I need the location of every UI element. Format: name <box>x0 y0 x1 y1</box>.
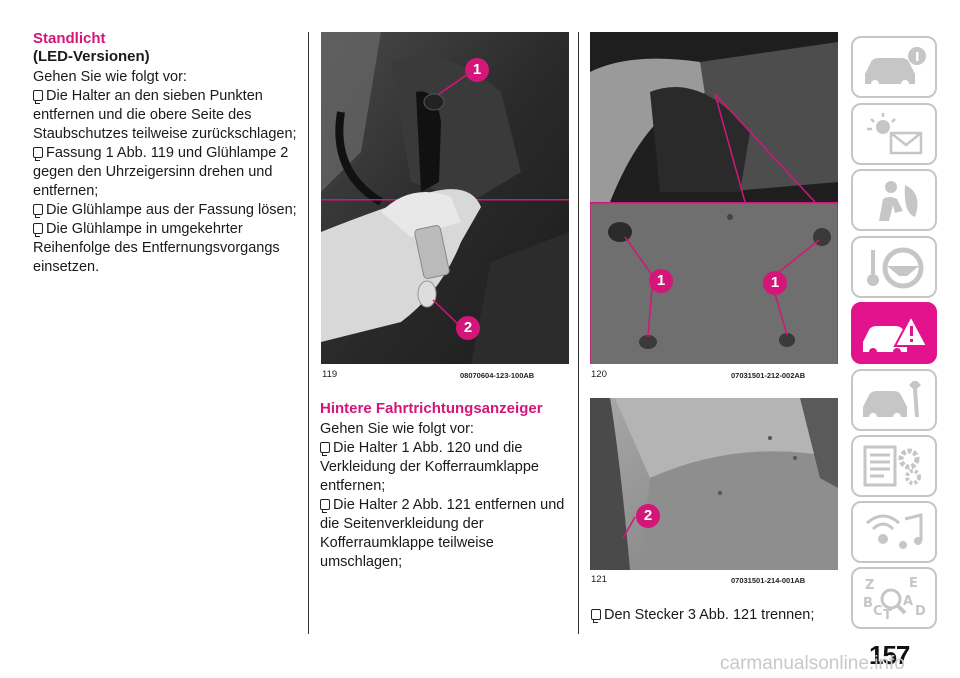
svg-text:E: E <box>909 576 918 591</box>
checkbox-bullet-icon <box>33 147 43 161</box>
figure-code: 08070604-123-100AB <box>460 371 535 380</box>
svg-text:C: C <box>873 604 883 619</box>
page-number: 157 <box>869 640 910 670</box>
tab-car-service[interactable] <box>851 369 937 431</box>
checkbox-bullet-icon <box>33 204 43 218</box>
checkbox-bullet-icon <box>33 90 43 104</box>
tab-warning-lights[interactable] <box>851 103 937 165</box>
section-title-standlicht: Standlicht <box>33 30 106 47</box>
section-subtitle: (LED-Versionen) <box>33 48 150 65</box>
checkbox-bullet-icon <box>320 442 330 456</box>
column-divider <box>578 32 579 634</box>
safety-airbag-icon <box>879 181 918 221</box>
car-service-icon <box>863 381 921 421</box>
callout-marker: 2 <box>636 504 660 528</box>
step-item: Die Glühlampe aus der Fassung lösen; <box>33 201 301 220</box>
svg-text:A: A <box>903 594 913 609</box>
index-icon: Z E B AD TC <box>863 576 926 621</box>
car-info-icon <box>865 47 926 88</box>
step-item: Die Halter 1 Abb. 120 und die Verkleidun… <box>320 440 539 494</box>
figure-119-photo: 1 2 <box>321 32 569 364</box>
middle-column: Hintere Fahrtrichtungsanzeiger Gehen Sie… <box>320 400 570 572</box>
svg-text:T: T <box>883 608 892 621</box>
figure-121-photo: 2 <box>590 398 838 570</box>
figure-number: 119 <box>322 369 338 380</box>
svg-text:D: D <box>915 604 926 619</box>
figure-number: 120 <box>591 369 607 380</box>
tab-emergency[interactable] <box>851 302 937 364</box>
figure-code: 07031501-214-001AB <box>731 576 806 585</box>
watermark-text: carmanualsonline.info <box>720 653 905 674</box>
step-item: Den Stecker 3 Abb. 121 trennen; <box>591 606 841 625</box>
technical-data-icon <box>863 445 921 487</box>
column-divider <box>308 32 309 634</box>
tab-multimedia[interactable] <box>851 501 937 563</box>
step-item: Die Glühlampe in umgekehrter Reihenfolge… <box>33 221 280 275</box>
checkbox-bullet-icon <box>591 609 601 623</box>
callout-marker: 1 <box>465 58 489 82</box>
right-column: Den Stecker 3 Abb. 121 trennen; <box>591 606 841 625</box>
intro-text: Gehen Sie wie folgt vor: <box>33 69 187 85</box>
callout-marker: 1 <box>763 271 787 295</box>
figure-code: 07031501-212-002AB <box>731 371 806 380</box>
section-title-rear-indicators: Hintere Fahrtrichtungsanzeiger <box>320 400 543 417</box>
figure-120-photo: 1 1 <box>590 32 838 364</box>
emergency-car-icon <box>863 313 929 356</box>
left-column: Standlicht (LED-Versionen) Gehen Sie wie… <box>33 30 301 277</box>
intro-text: Gehen Sie wie folgt vor: <box>320 421 474 437</box>
steering-wheel-icon <box>867 247 924 289</box>
tab-technical-data[interactable] <box>851 435 937 497</box>
svg-text:B: B <box>863 596 873 611</box>
step-item: Die Halter 2 Abb. 121 entfernen und die … <box>320 497 565 570</box>
warning-lights-icon <box>867 113 923 155</box>
callout-marker: 1 <box>649 269 673 293</box>
checkbox-bullet-icon <box>320 499 330 513</box>
multimedia-icon <box>866 513 923 549</box>
callout-marker: 2 <box>456 316 480 340</box>
tab-car-info[interactable] <box>851 36 937 98</box>
step-item: Fassung 1 Abb. 119 und Glühlampe 2 gegen… <box>33 145 289 199</box>
svg-text:Z: Z <box>865 578 874 593</box>
tab-steering[interactable] <box>851 236 937 298</box>
tab-safety[interactable] <box>851 169 937 231</box>
figure-number: 121 <box>591 574 607 585</box>
step-item: Die Halter an den sieben Punkten entfern… <box>33 88 297 142</box>
checkbox-bullet-icon <box>33 223 43 237</box>
